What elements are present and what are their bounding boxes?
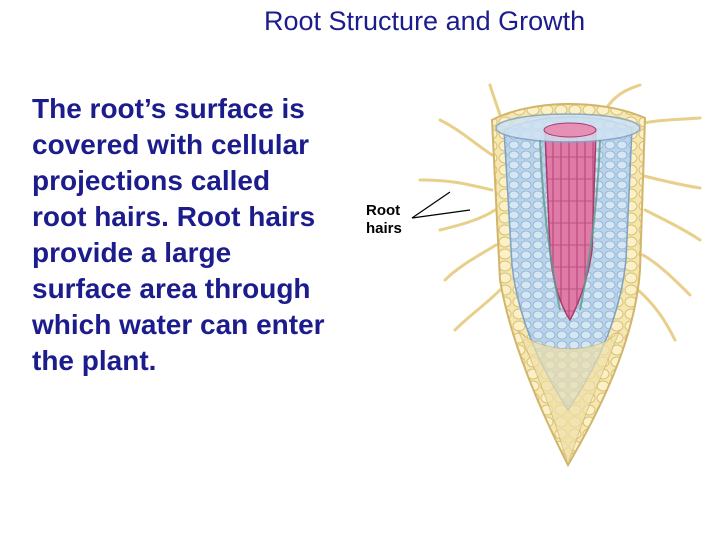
body-line: the plant.: [32, 345, 157, 376]
root-hairs-label: Root hairs: [366, 202, 402, 238]
root-hairs-label-line: Root: [366, 202, 401, 219]
body-line: provide a large: [32, 237, 232, 268]
body-line: projections called: [32, 165, 271, 196]
body-line: surface area through: [32, 273, 311, 304]
phloem-strands: [539, 139, 601, 311]
body-text: The root’s surface is covered with cellu…: [32, 91, 372, 379]
root-cap: [517, 329, 621, 467]
body-line: The root’s surface is: [32, 93, 305, 124]
label-pointer-lines: [411, 191, 471, 219]
root-hairs-label-line: hairs: [366, 220, 402, 237]
body-line: covered with cellular: [32, 129, 309, 160]
body-line: root hairs. Root hairs: [32, 201, 316, 232]
vascular-top: [543, 122, 597, 138]
root-cross-section-illustration: [411, 83, 702, 468]
body-line: which water can enter: [32, 309, 325, 340]
slide-title: Root Structure and Growth: [264, 6, 586, 36]
